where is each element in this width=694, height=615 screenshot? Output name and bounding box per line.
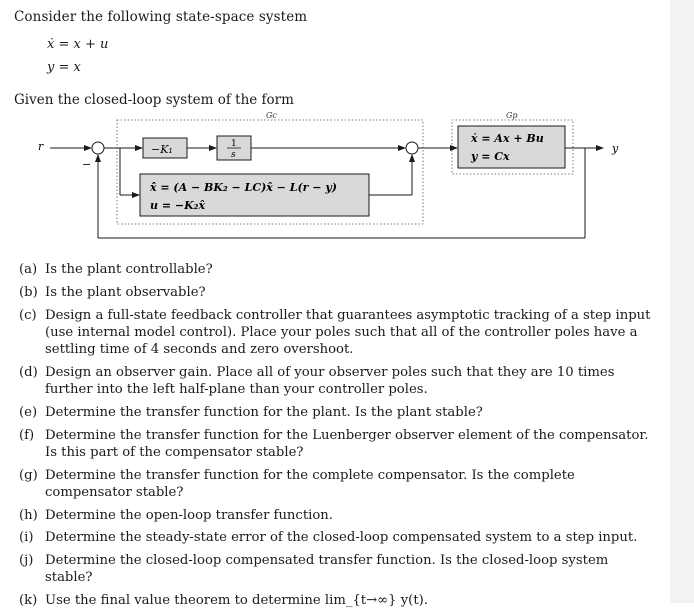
question-label: (c) [19,307,37,323]
given-text: Given the closed-loop system of the form [14,92,294,108]
question-item: (b) Is the plant observable? [19,284,655,301]
intro-text: Consider the following state-space syste… [14,9,308,25]
plant-block [457,125,566,169]
question-label: (g) [19,467,38,483]
question-text: Determine the transfer function for the … [45,427,649,460]
question-label: (d) [19,364,38,380]
question-text: Design an observer gain. Place all of yo… [45,364,615,397]
feedback-minus-sign: − [82,158,91,171]
system-state-equation: ẋ = x + u [47,37,109,52]
compensator-label: Gc [266,111,277,120]
integrator-denominator: s [231,150,236,160]
question-label: (j) [19,553,34,569]
gain-k1-label: −K₁ [151,143,173,156]
right-margin-strip [670,0,694,603]
question-label: (a) [19,262,38,277]
question-text: Is the plant controllable? [45,262,213,277]
observer-state-equation: x̂̇ = (A − BK₂ − LC)x̂ − L(r − y) [149,181,337,194]
plant-state-equation: ẋ = Ax + Bu [470,132,544,145]
question-label: (b) [19,284,38,300]
summing-junction-2 [405,141,419,155]
plant-label: Gp [506,111,518,120]
output-y-label: y [611,142,619,155]
integrator-numerator: 1 [231,139,237,149]
question-item: (j) Determine the closed-loop compensated… [19,552,655,586]
question-list: (a) Is the plant controllable? (b) Is the p… [19,261,655,615]
question-item: (h) Determine the open-loop transfer func… [19,507,655,524]
question-item: (c) Design a full-state feedback controll… [19,307,655,359]
observer-block [139,173,370,217]
question-text: Determine the steady-state error of the … [45,530,638,546]
question-item: (e) Determine the transfer function for t… [19,404,655,421]
question-label: (e) [19,404,38,420]
plant-output-equation: y = Cx [470,150,510,163]
question-label: (f) [19,427,35,443]
question-label: (k) [19,593,38,609]
question-item: (a) Is the plant controllable? [19,261,655,278]
system-output-equation: y = x [47,60,81,75]
block-diagram: Gc Gp r − −K₁ 1 s ẋ = Ax + Bu y = Cx y x… [38,111,619,239]
compensator-boundary [116,119,424,225]
question-label: (h) [19,507,38,523]
question-text: Determine the transfer function for the … [45,467,575,500]
question-item: (i) Determine the steady-state error of t… [19,529,655,546]
summing-junction-1 [91,141,105,155]
question-item: (d) Design an observer gain. Place all of… [19,364,655,398]
question-label: (i) [19,530,34,546]
question-text: Use the final value theorem to determine… [45,593,428,609]
question-item: (f) Determine the transfer function for t… [19,427,655,461]
question-item: (g) Determine the transfer function for t… [19,467,655,501]
question-text: Determine the closed-loop compensated tr… [45,553,609,586]
question-item: (k) Use the final value theorem to determ… [19,592,655,609]
question-text: Determine the transfer function for the … [45,404,483,420]
observer-control-equation: u = −K₂x̂ [150,199,205,212]
question-text: Is the plant observable? [45,284,206,300]
question-text: Determine the open-loop transfer functio… [45,507,333,523]
question-text: Design a full-state feedback controller … [45,307,651,357]
input-r-label: r [38,140,44,153]
